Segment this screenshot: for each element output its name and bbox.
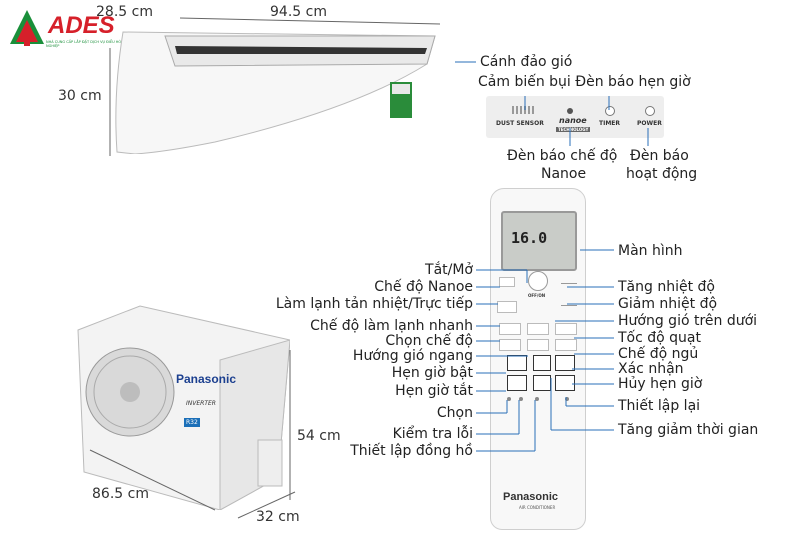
label-fan-speed: Tốc độ quạt xyxy=(618,330,701,346)
power-caption-1: Đèn báo xyxy=(630,148,689,164)
label-select: Chọn xyxy=(436,405,473,421)
select-dot[interactable] xyxy=(507,397,511,401)
power-caption-2: hoạt động xyxy=(626,166,698,182)
indoor-height-dim: 30 cm xyxy=(58,88,102,104)
label-temp-up: Tăng nhiệt độ xyxy=(618,279,715,295)
onoff-button[interactable] xyxy=(528,271,548,291)
dust-sensor-icon xyxy=(512,106,534,114)
label-clock: Thiết lập đồng hồ xyxy=(350,443,473,459)
clock-dot[interactable] xyxy=(535,397,539,401)
remote-brand: Panasonic xyxy=(503,491,559,503)
outdoor-depth-dim: 32 cm xyxy=(256,509,300,525)
label-powerful: Chế độ làm lạnh nhanh xyxy=(310,318,473,334)
timer-text: TIMER xyxy=(599,120,621,127)
label-reset: Thiết lập lại xyxy=(618,398,701,414)
timer-off-button[interactable] xyxy=(507,375,527,391)
outdoor-inverter: INVERTER xyxy=(186,400,216,407)
nanoe-caption-1: Đèn báo chế độ xyxy=(507,148,618,164)
label-mode: Chọn chế độ xyxy=(385,333,473,349)
fan-speed-button[interactable] xyxy=(555,323,577,335)
label-vane: Cánh đảo gió xyxy=(480,54,573,70)
label-confirm: Xác nhận xyxy=(618,361,684,377)
label-nanoe-mode: Chế độ Nanoe xyxy=(374,279,473,295)
outdoor-unit: Panasonic INVERTER R32 xyxy=(70,300,291,511)
nanoe-caption-2: Nanoe xyxy=(541,166,587,182)
nanoe-button[interactable] xyxy=(499,277,515,287)
mode-button[interactable] xyxy=(499,339,521,351)
temp-down-button[interactable] xyxy=(561,299,577,306)
cancel-button[interactable] xyxy=(555,375,575,391)
label-temp-down: Giảm nhiệt độ xyxy=(618,296,718,312)
logo-brand: ADES xyxy=(48,12,115,39)
label-horizontal: Hướng gió ngang xyxy=(352,348,473,364)
horizontal-swing-button[interactable] xyxy=(527,339,549,351)
power-text: POWER xyxy=(637,120,662,127)
remote-display-value: 16.0 xyxy=(511,229,548,247)
ades-logo: ADES NHÀ CUNG CẤP LẮP ĐẶT DỊCH VỤ ĐIỀU H… xyxy=(8,6,139,54)
remote-control: 16.0 OFF/ON Panasonic AIR CONDITIONER xyxy=(490,188,586,530)
label-timer-off: Hẹn giờ tắt xyxy=(395,383,473,399)
label-time-adjust: Tăng giảm thời gian xyxy=(618,422,759,438)
remote-sub: AIR CONDITIONER xyxy=(519,505,556,510)
timer-indicator-icon xyxy=(605,106,615,116)
air-swing-button[interactable] xyxy=(527,323,549,335)
label-screen: Màn hình xyxy=(618,243,683,259)
power-indicator-icon xyxy=(645,106,655,116)
remote-screen: 16.0 xyxy=(501,211,577,271)
label-cancel: Hủy hẹn giờ xyxy=(618,376,703,392)
time-up-button[interactable] xyxy=(533,355,551,371)
outdoor-brand: Panasonic xyxy=(176,372,237,386)
logo-tree-icon xyxy=(10,10,44,46)
temp-up-button[interactable] xyxy=(561,283,577,290)
set-button[interactable] xyxy=(555,355,575,371)
check-dot[interactable] xyxy=(519,397,523,401)
nanoe-indicator-icon xyxy=(567,108,573,114)
label-check: Kiểm tra lỗi xyxy=(392,426,473,442)
label-cooling: Làm lạnh tản nhiệt/Trực tiếp xyxy=(275,296,473,312)
dust-sensor-text: DUST SENSOR xyxy=(496,120,544,127)
label-timer-on: Hẹn giờ bật xyxy=(391,365,473,381)
logo-tagline: NHÀ CUNG CẤP LẮP ĐẶT DỊCH VỤ ĐIỀU HÒA CH… xyxy=(46,40,140,48)
panel-header: Cảm biến bụi Đèn báo hẹn giờ xyxy=(478,74,691,90)
sleep-button[interactable] xyxy=(555,339,577,351)
indicator-panel: DUST SENSOR nanoe TECHNOLOGY TIMER POWER xyxy=(486,96,664,138)
outdoor-r32: R32 xyxy=(184,418,200,427)
label-onoff: Tắt/Mở xyxy=(425,262,473,278)
outdoor-width-dim: 86.5 cm xyxy=(92,486,149,502)
nanoe-text: nanoe xyxy=(559,116,587,125)
reset-dot[interactable] xyxy=(565,397,569,401)
indoor-depth-dim: 28.5 cm xyxy=(96,4,153,20)
indoor-width-dim: 94.5 cm xyxy=(270,4,327,20)
label-sleep: Chế độ ngủ xyxy=(618,346,699,362)
nanoe-sub-text: TECHNOLOGY xyxy=(556,127,591,132)
onoff-text: OFF/ON xyxy=(528,293,546,298)
powerful-button[interactable] xyxy=(499,323,521,335)
label-vertical-swing: Hướng gió trên dưới xyxy=(618,313,758,329)
outdoor-height-dim: 54 cm xyxy=(297,428,341,444)
indoor-unit xyxy=(105,14,450,155)
cooling-mode-button[interactable] xyxy=(497,301,517,313)
